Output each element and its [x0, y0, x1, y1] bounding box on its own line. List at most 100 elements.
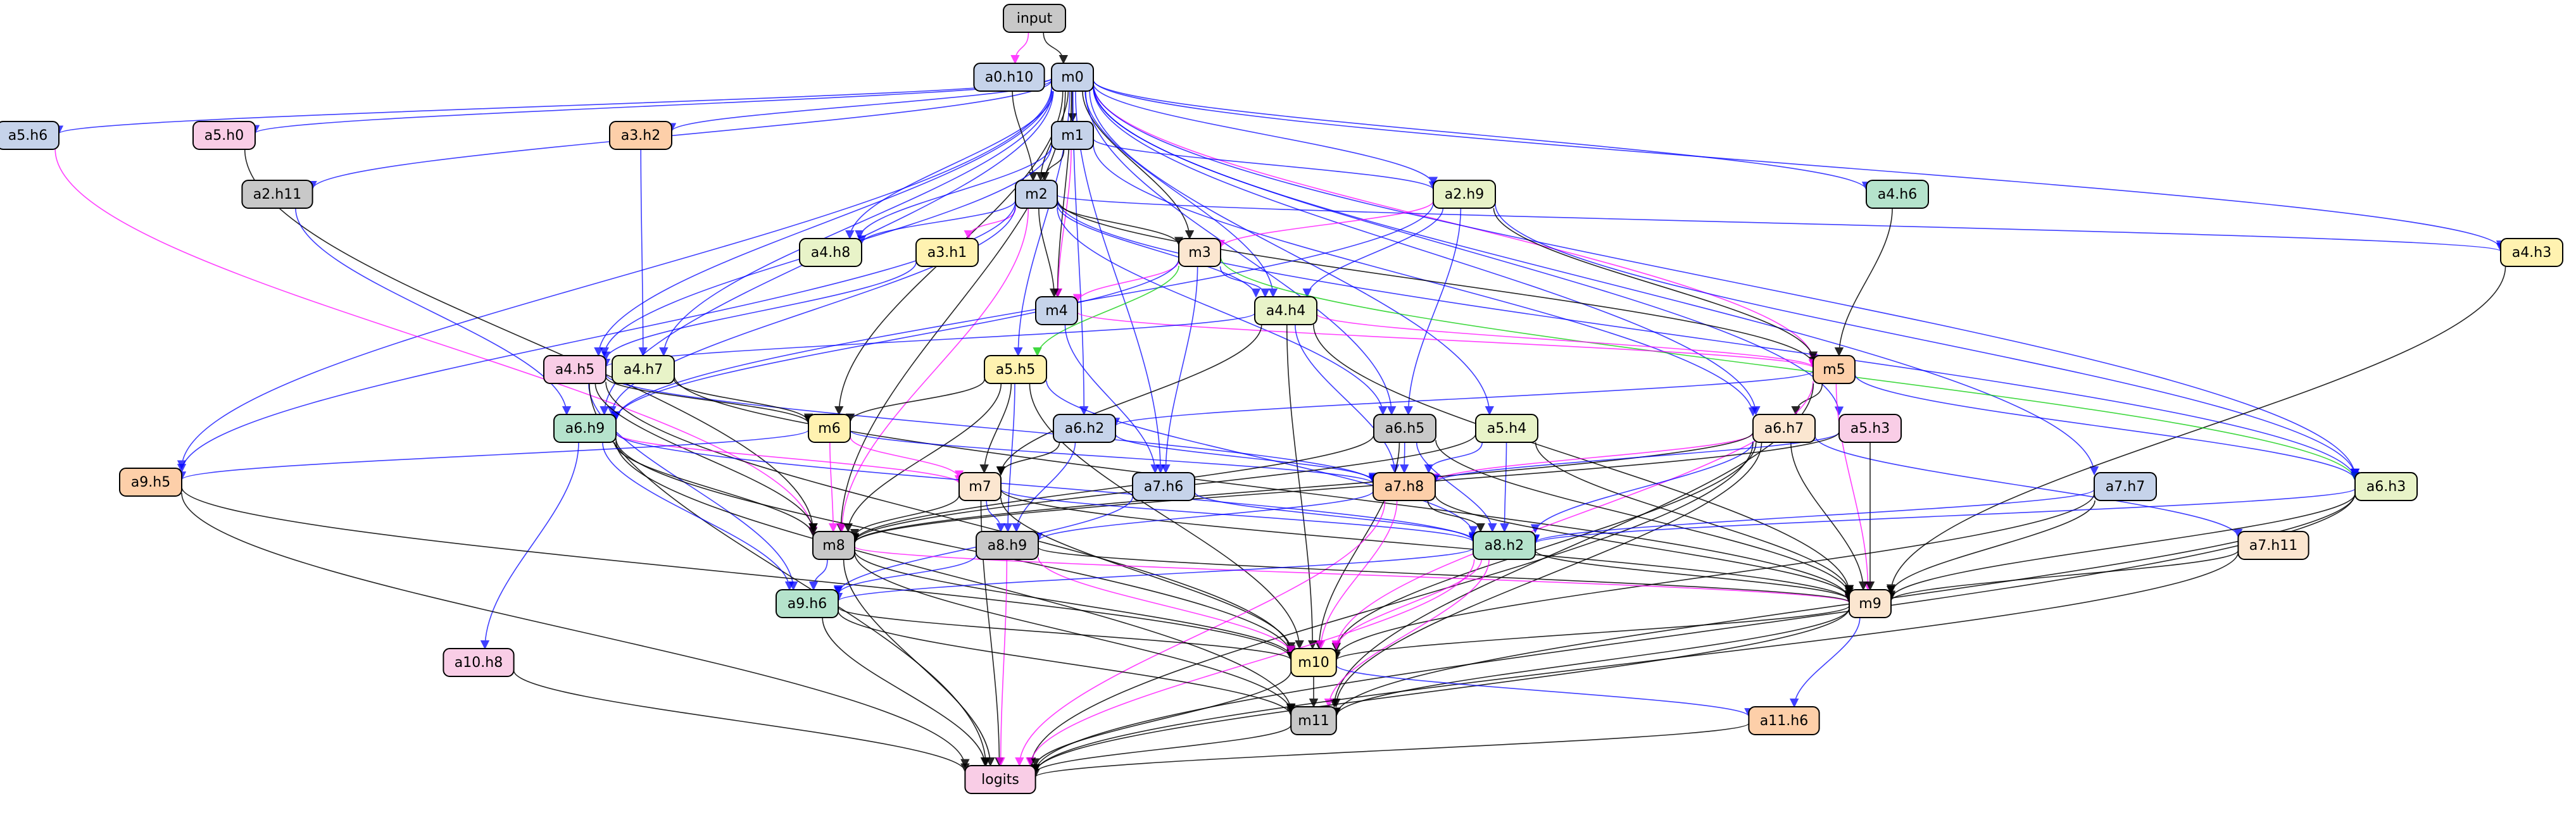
- node-label: a8.h2: [1485, 538, 1524, 554]
- node-a5-h0[interactable]: a5.h0: [192, 121, 256, 150]
- node-a3-h1[interactable]: a3.h1: [915, 238, 979, 267]
- edge-m7-to-a8_h9: [986, 500, 1006, 533]
- edge-m0-to-a4_h3: [1093, 79, 2505, 250]
- node-box: [1373, 414, 1436, 443]
- edge-a6_h9-to-m10: [615, 438, 1296, 656]
- edge-a6_h3-to-m9: [1886, 493, 2356, 600]
- node-label: a2.h11: [253, 187, 301, 202]
- node-logits[interactable]: logits: [964, 765, 1036, 794]
- edge-m8-to-logits: [843, 559, 995, 767]
- edge-a4_h5-to-a9_h6: [588, 383, 798, 591]
- node-label: a9.h5: [131, 475, 170, 490]
- node-label: a6.h7: [1764, 421, 1804, 437]
- edge-m0-to-a4_h5: [594, 89, 1052, 357]
- node-a2-h9[interactable]: a2.h9: [1433, 180, 1496, 209]
- node-label: m2: [1025, 187, 1047, 202]
- node-a4-h6[interactable]: a4.h6: [1866, 180, 1929, 209]
- node-m11[interactable]: m11: [1290, 706, 1337, 735]
- node-a4-h5[interactable]: a4.h5: [543, 355, 606, 384]
- node-box: [1254, 296, 1317, 325]
- edge-m5-to-a6_h7: [1791, 383, 1823, 416]
- node-a6-h3[interactable]: a6.h3: [2354, 472, 2418, 501]
- edge-m2-to-a6_h5: [1057, 207, 1388, 416]
- node-a8-h9[interactable]: a8.h9: [976, 531, 1039, 560]
- edge-m0-to-m4: [1053, 90, 1072, 298]
- node-label: a9.h6: [788, 596, 827, 612]
- node-m6[interactable]: m6: [808, 414, 851, 443]
- node-a0-h10[interactable]: a0.h10: [973, 63, 1045, 92]
- edge-a5_h4-to-a7_h8: [1424, 442, 1483, 474]
- edge-a5_h0-to-m8: [244, 149, 818, 533]
- node-a6-h2[interactable]: a6.h2: [1053, 414, 1116, 443]
- node-a9-h5[interactable]: a9.h5: [119, 468, 182, 497]
- node-input[interactable]: input: [1003, 4, 1066, 33]
- node-label: a8.h9: [988, 538, 1027, 554]
- edge-a6_h7-to-a7_h11: [1814, 435, 2243, 538]
- node-a3-h2[interactable]: a3.h2: [609, 121, 672, 150]
- node-a4-h7[interactable]: a4.h7: [612, 355, 675, 384]
- nodes-layer: input m0 a0.h10 a5.h6 a5.h0 a3.h2 m1 a2.h11 m2 a2…: [0, 4, 2563, 794]
- node-a5-h5[interactable]: a5.h5: [984, 355, 1047, 384]
- node-m0[interactable]: m0: [1051, 63, 1094, 92]
- node-a5-h4[interactable]: a5.h4: [1475, 414, 1538, 443]
- node-a4-h4[interactable]: a4.h4: [1254, 296, 1317, 325]
- edge-a9_h6-to-logits: [822, 617, 990, 767]
- node-box: [776, 589, 839, 618]
- edge-a4_h5-to-m8: [594, 383, 818, 533]
- node-a6-h5[interactable]: a6.h5: [1373, 414, 1436, 443]
- node-m9[interactable]: m9: [1849, 589, 1892, 618]
- node-m1[interactable]: m1: [1051, 121, 1094, 150]
- node-a6-h9[interactable]: a6.h9: [553, 414, 617, 443]
- edge-m0-to-m3: [1082, 90, 1195, 240]
- edge-a5_h5-to-m7: [979, 383, 1012, 474]
- edge-m0-to-m8: [836, 90, 1066, 533]
- node-m3[interactable]: m3: [1178, 238, 1221, 267]
- node-a5-h3[interactable]: a5.h3: [1838, 414, 1902, 443]
- node-a8-h2[interactable]: a8.h2: [1473, 531, 1536, 560]
- edge-m5-to-m9: [1835, 383, 1873, 591]
- node-a6-h7[interactable]: a6.h7: [1752, 414, 1816, 443]
- node-box: [1838, 414, 1902, 443]
- node-box: [1053, 414, 1116, 443]
- edge-a2_h9-to-a6_h9: [611, 202, 1434, 421]
- edge-m0-to-a4_h6: [1093, 80, 1871, 191]
- node-label: a6.h5: [1385, 421, 1424, 437]
- node-a5-h6[interactable]: a5.h6: [0, 121, 60, 150]
- node-box: [1015, 180, 1058, 209]
- node-a7-h8[interactable]: a7.h8: [1373, 472, 1436, 501]
- node-label: m0: [1061, 70, 1083, 85]
- node-a4-h3[interactable]: a4.h3: [2500, 238, 2563, 267]
- edge-a3_h2-to-a4_h7: [638, 149, 648, 357]
- node-box: [1752, 414, 1816, 443]
- edge-a9_h6-to-m10: [838, 606, 1296, 661]
- node-a2-h11[interactable]: a2.h11: [241, 180, 313, 209]
- node-m7[interactable]: m7: [958, 472, 1002, 501]
- edge-m8-to-m10: [854, 550, 1296, 658]
- edge-m9-to-m10: [1331, 605, 1850, 661]
- node-a4-h8[interactable]: a4.h8: [799, 238, 862, 267]
- node-m2[interactable]: m2: [1015, 180, 1058, 209]
- edge-m5-to-a6_h2: [1111, 370, 1814, 427]
- edge-a7_h8-to-a8_h9: [1034, 490, 1374, 542]
- node-a10-h8[interactable]: a10.h8: [443, 648, 515, 677]
- node-m10[interactable]: m10: [1290, 648, 1337, 677]
- edge-a5_h5-to-m6: [845, 379, 985, 423]
- node-box: [543, 355, 606, 384]
- node-a7-h11[interactable]: a7.h11: [2237, 531, 2309, 560]
- node-a7-h7[interactable]: a7.h7: [2094, 472, 2157, 501]
- node-label: a4.h6: [1878, 187, 1917, 202]
- node-label: m4: [1045, 303, 1067, 319]
- edge-a6_h5-to-m9: [1435, 440, 1854, 597]
- node-m5[interactable]: m5: [1813, 355, 1856, 384]
- node-a11-h6[interactable]: a11.h6: [1748, 706, 1820, 735]
- node-label: a5.h5: [996, 362, 1035, 378]
- edge-a4_h5-to-m6: [605, 376, 814, 425]
- node-m4[interactable]: m4: [1035, 296, 1078, 325]
- edge-a3_h1-to-a4_h5: [601, 262, 917, 361]
- node-a7-h6[interactable]: a7.h6: [1132, 472, 1195, 501]
- edge-a2_h11-to-a6_h9: [295, 208, 572, 416]
- node-a9-h6[interactable]: a9.h6: [776, 589, 839, 618]
- edge-a4_h4-to-m5: [1316, 313, 1818, 368]
- node-box: [1849, 589, 1892, 618]
- node-m8[interactable]: m8: [812, 531, 855, 560]
